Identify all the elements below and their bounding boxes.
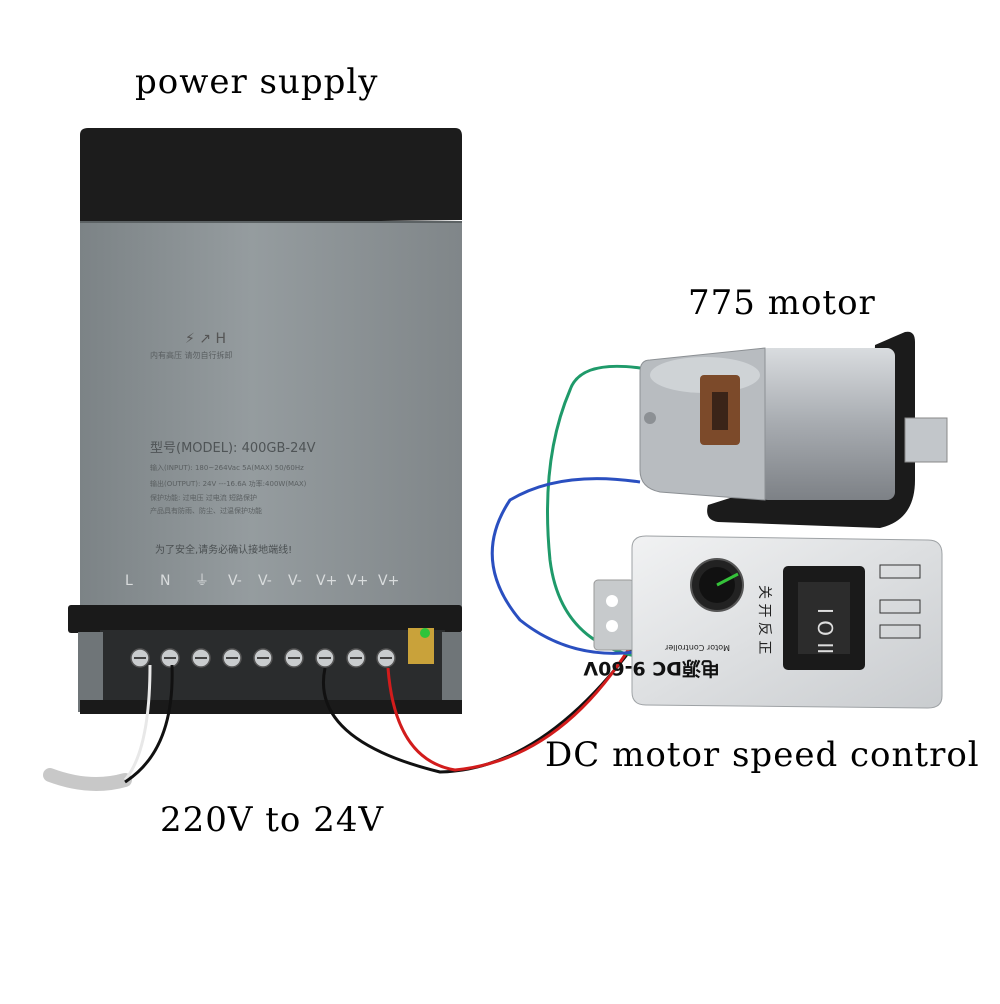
svg-text:⚡ ↗ H: ⚡ ↗ H — [185, 331, 226, 347]
svg-text:产品具有防雨、防尘、过温保护功能: 产品具有防雨、防尘、过温保护功能 — [150, 506, 262, 515]
motor-775 — [639, 331, 948, 528]
svg-text:保护功能: 过电压 过电流 短路保护: 保护功能: 过电压 过电流 短路保护 — [150, 493, 257, 502]
psu-bottom-rail — [68, 605, 462, 633]
psu-safety-text: 为了安全,请务必确认接地端线! — [155, 543, 292, 556]
motor-shaft — [904, 417, 948, 463]
svg-text:输入(INPUT): 180~264Vac 5A(MAX): 输入(INPUT): 180~264Vac 5A(MAX) 50/60Hz — [150, 463, 304, 472]
psu-model-text: 型号(MODEL): 400GB-24V — [150, 441, 316, 456]
label-voltage-conversion: 220V to 24V — [160, 800, 385, 840]
output-wires — [322, 643, 634, 774]
psu-top-cap — [80, 128, 462, 225]
motor-wires — [490, 364, 641, 658]
svg-text:V-: V- — [288, 573, 302, 589]
terminal-screws — [130, 648, 396, 668]
svg-text:V-: V- — [228, 573, 242, 589]
power-supply: ⚡ ↗ H 内有高压 请勿自行拆卸 型号(MODEL): 400GB-24V 输… — [68, 128, 462, 714]
svg-text:V+: V+ — [316, 573, 337, 589]
label-775-motor: 775 motor — [688, 283, 876, 323]
psu-terminal-symbols: L N ⏚ V- V- V- V+ V+ V+ — [125, 573, 399, 589]
motor-controller: I O II 关 开 反 正 电源DC 9-60V Motor Controll… — [583, 535, 943, 709]
mains-cable — [43, 664, 174, 791]
svg-text:V+: V+ — [347, 573, 368, 589]
svg-text:关 开 反 正: 关 开 反 正 — [756, 585, 772, 654]
svg-text:L: L — [125, 573, 133, 589]
controller-title: 电源DC 9-60V — [583, 657, 720, 680]
psu-body — [80, 222, 462, 610]
label-power-supply: power supply — [135, 62, 379, 102]
svg-text:⏚: ⏚ — [195, 573, 209, 589]
svg-text:I O II: I O II — [813, 608, 837, 654]
svg-text:输出(OUTPUT): 24V ---16.6A 功率:40: 输出(OUTPUT): 24V ---16.6A 功率:400W(MAX) — [150, 479, 307, 488]
svg-text:V-: V- — [258, 573, 272, 589]
svg-text:内有高压 请勿自行拆卸: 内有高压 请勿自行拆卸 — [150, 350, 233, 360]
motor-can — [760, 348, 895, 500]
label-dc-motor-speed-control: DC motor speed control — [545, 735, 980, 775]
svg-text:N: N — [160, 573, 170, 589]
controller-subtitle: Motor Controller — [664, 643, 730, 652]
svg-text:V+: V+ — [378, 573, 399, 589]
